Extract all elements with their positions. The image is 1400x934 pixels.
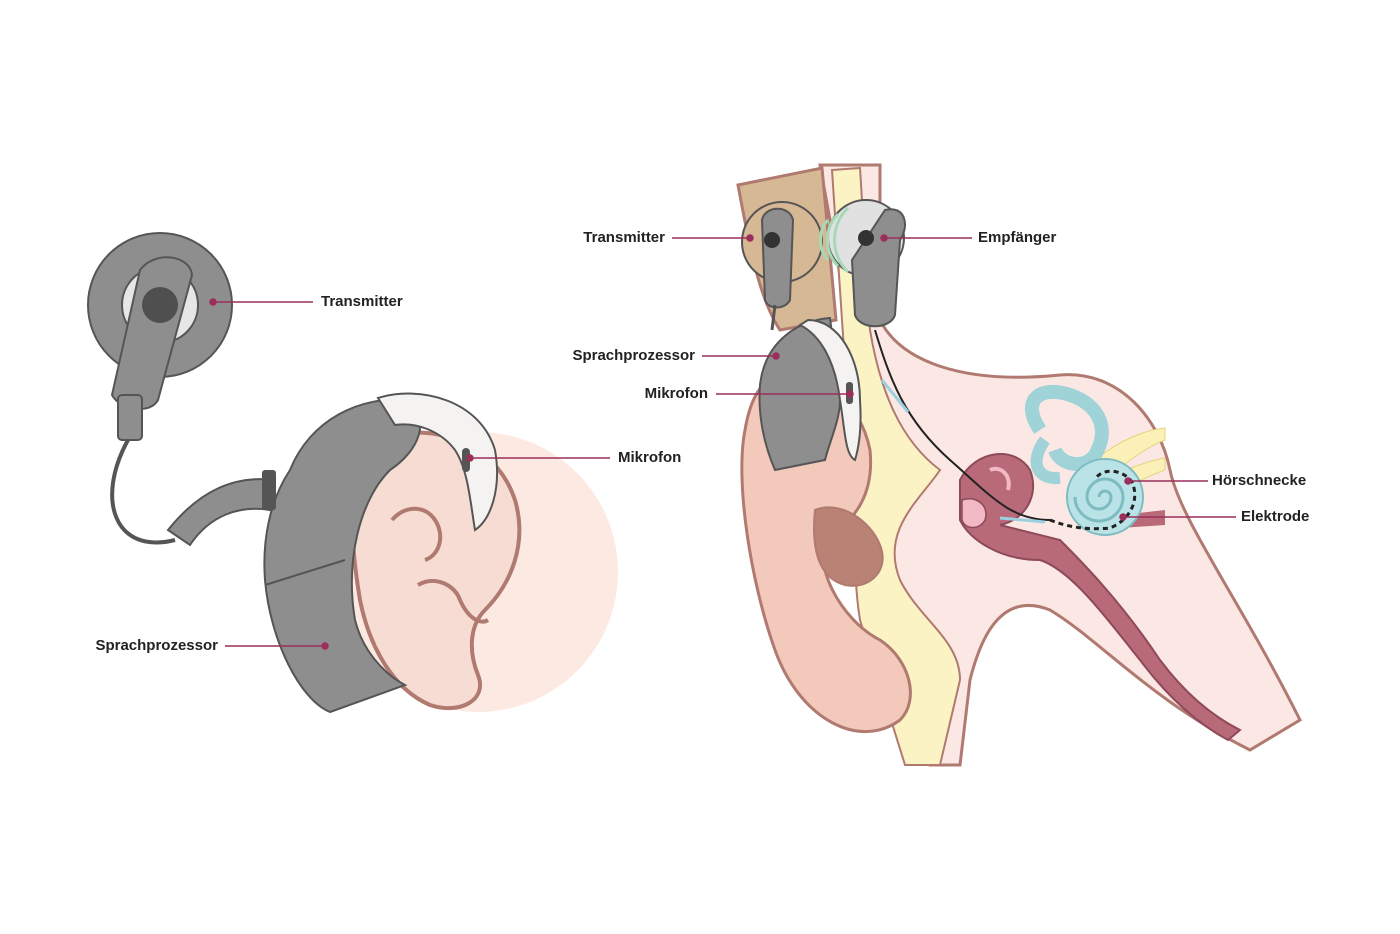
label-right-sprachprozessor: Sprachprozessor: [572, 347, 695, 364]
transmitter-magnet: [142, 287, 178, 323]
label-right-mikrofon: Mikrofon: [644, 385, 708, 402]
sound-arrow-2: [999, 516, 1046, 524]
right-leader-lines: [672, 234, 1236, 521]
left-leader-lines: [209, 298, 610, 650]
label-right-transmitter: Transmitter: [583, 229, 665, 246]
implant-cable: [874, 329, 1051, 521]
electrode-array: [1049, 469, 1137, 531]
right-cross-section-illustration: [672, 163, 1302, 767]
left-speech-processor: [166, 392, 499, 714]
left-device-illustration: [87, 232, 618, 714]
label-right-empfaenger: Empfänger: [978, 229, 1057, 246]
label-left-sprachprozessor: Sprachprozessor: [95, 637, 218, 654]
label-left-transmitter: Transmitter: [321, 293, 403, 310]
sound-arrow-1: [880, 379, 910, 413]
left-microphone-port: [462, 448, 470, 472]
label-right-hoerschnecke: Hörschnecke: [1212, 472, 1307, 489]
label-right-elektrode: Elektrode: [1241, 508, 1310, 525]
left-transmitter: [87, 232, 233, 545]
label-left-mikrofon: Mikrofon: [618, 449, 682, 466]
